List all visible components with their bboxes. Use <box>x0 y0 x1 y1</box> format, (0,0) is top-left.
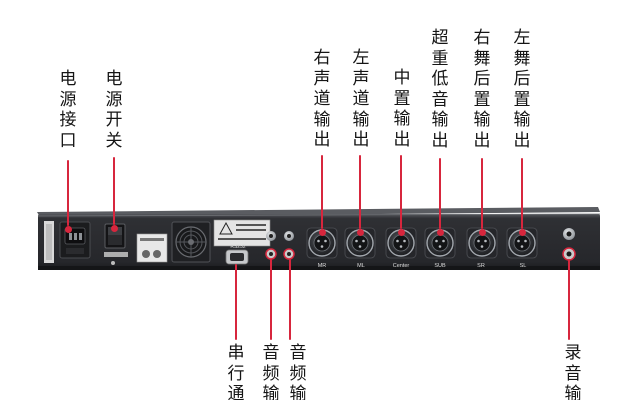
label-record: 录音输 <box>564 343 582 400</box>
label-out-left-surround: 左舞后置输出 <box>513 28 531 151</box>
leader-dot <box>397 228 405 236</box>
label-audio-1: 音频输 <box>262 343 280 400</box>
leader-record <box>568 259 570 340</box>
label-power-switch: 电源开关 <box>105 69 123 151</box>
leader-audio-2 <box>289 259 291 340</box>
panel-text-mr: MR <box>317 263 327 269</box>
leader-dot <box>64 225 72 233</box>
label-serial: 串行通 <box>227 343 245 400</box>
panel-text-ml: ML <box>357 263 365 269</box>
xlr-connector-icon <box>306 227 338 259</box>
cooling-fan-icon <box>171 221 211 263</box>
leader-dot <box>518 228 526 236</box>
label-out-right: 右声道输出 <box>313 48 331 150</box>
leader-serial <box>235 264 237 340</box>
leader-dot <box>110 224 118 232</box>
panel-text-sl: SL <box>519 263 527 269</box>
label-out-sub: 超重低音输出 <box>431 28 449 151</box>
panel-text-center: Center <box>392 263 410 269</box>
label-out-center: 中置输出 <box>393 68 411 150</box>
warning-triangle-icon <box>213 219 271 247</box>
leader-power-inlet <box>67 160 69 226</box>
leader-dot <box>356 228 364 236</box>
panel-text-serial: RS232 <box>230 244 246 250</box>
leader-audio-1 <box>270 259 272 340</box>
leader-out-sub <box>439 158 441 229</box>
xlr-connector-icon <box>385 227 417 259</box>
leader-out-right-surround <box>481 158 483 229</box>
leader-out-right <box>321 155 323 229</box>
label-audio-2: 音频输 <box>289 343 307 400</box>
leader-dot <box>436 228 444 236</box>
leader-power-switch <box>113 157 115 225</box>
label-out-left: 左声道输出 <box>352 48 370 150</box>
leader-dot <box>478 228 486 236</box>
leader-out-left <box>359 155 361 229</box>
leader-out-center <box>400 155 402 229</box>
panel-text-sub: SUB <box>434 263 446 269</box>
spec-label <box>136 233 168 263</box>
panel-text-sr: SR <box>477 263 485 269</box>
label-power-inlet: 电源接口 <box>59 69 77 151</box>
label-out-right-surround: 右舞后置输出 <box>473 28 491 151</box>
leader-dot <box>318 228 326 236</box>
db9-serial-port-icon <box>225 249 249 265</box>
leader-out-left-surround <box>521 158 523 229</box>
